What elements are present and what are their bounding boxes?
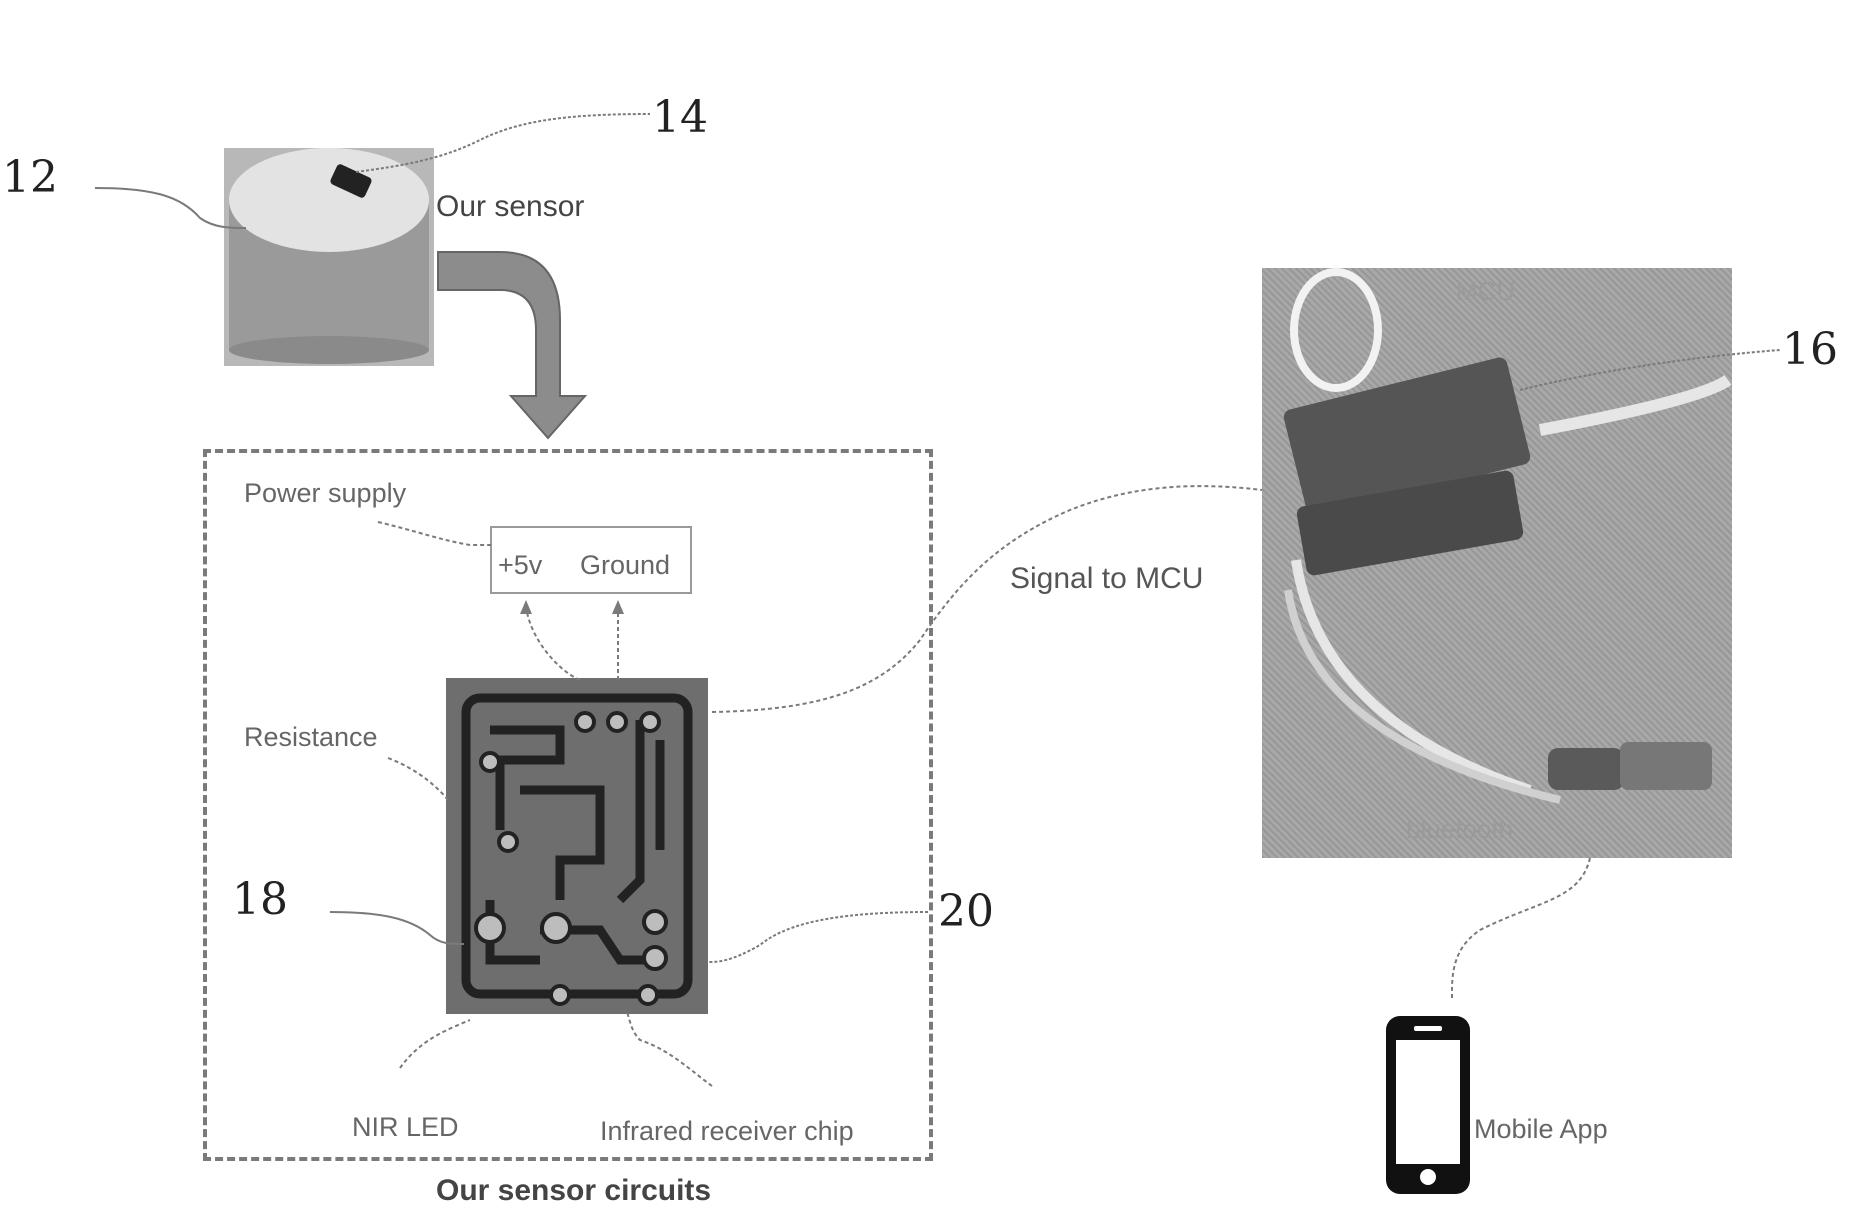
label-power-supply: Power supply bbox=[244, 478, 406, 509]
label-resistance: Resistance bbox=[244, 722, 378, 753]
caption-our-sensor: Our sensor bbox=[436, 190, 584, 224]
leader-arrowheads bbox=[520, 600, 624, 614]
flow-arrow bbox=[438, 252, 585, 438]
label-bluetooth: bluetooth bbox=[1406, 814, 1513, 845]
ref-numeral-12: 12 bbox=[2, 152, 58, 203]
ref-numeral-14: 14 bbox=[652, 92, 708, 143]
sensor-illustration bbox=[224, 148, 434, 366]
ref-numeral-16: 16 bbox=[1782, 324, 1838, 375]
label-ground: Ground bbox=[580, 550, 670, 581]
caption-our-sensor-circuits: Our sensor circuits bbox=[436, 1174, 711, 1208]
ref-numeral-18: 18 bbox=[232, 874, 288, 925]
label-nir-led: NIR LED bbox=[352, 1112, 459, 1143]
caption-mobile-app: Mobile App bbox=[1474, 1114, 1608, 1145]
label-infrared-receiver-chip: Infrared receiver chip bbox=[600, 1116, 854, 1147]
label-mcu: MCU bbox=[1456, 276, 1515, 307]
mcu-photo-details bbox=[1282, 272, 1728, 800]
phone-icon bbox=[1386, 1016, 1470, 1194]
ref-numeral-20: 20 bbox=[938, 886, 994, 937]
label-plus-5v: +5v bbox=[498, 550, 542, 581]
caption-signal-to-mcu: Signal to MCU bbox=[1010, 562, 1203, 596]
